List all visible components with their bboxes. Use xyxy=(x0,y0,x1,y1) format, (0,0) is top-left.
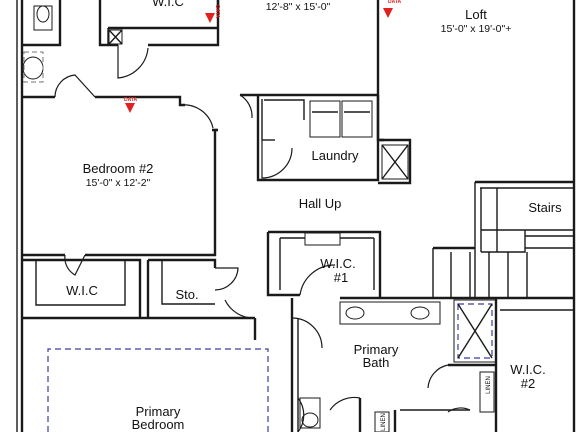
data-marker-3: DATA xyxy=(124,97,138,113)
loft-dims: 15'-0" x 19'-0"+ xyxy=(441,23,512,35)
wic-top-label: W.I.C xyxy=(152,0,184,9)
wic2-label-line2: #2 xyxy=(521,376,535,391)
laundry-label: Laundry xyxy=(312,148,359,163)
wic-left-label: W.I.C xyxy=(66,283,98,298)
walls xyxy=(16,0,576,432)
svg-text:DATA: DATA xyxy=(214,5,220,19)
linen-label-2: LINEN xyxy=(381,413,387,431)
bedroom2-dims: 15'-0" x 12'-2" xyxy=(86,177,151,189)
svg-text:DATA: DATA xyxy=(388,0,402,5)
hall-up-label: Hall Up xyxy=(299,196,342,211)
primary-bath-label-line2: Bath xyxy=(363,355,390,370)
wic1-label-line2: #1 xyxy=(334,270,348,285)
primary-bedroom-label-line1: Primary xyxy=(136,404,181,419)
doors xyxy=(54,45,471,432)
bedroom2-label: Bedroom #2 xyxy=(83,161,154,176)
top-room-dims: 12'-8" x 15'-0" xyxy=(266,1,331,13)
data-marker-2: DATA xyxy=(383,0,402,18)
wic1-label-line1: W.I.C. xyxy=(320,256,355,271)
stairs-label: Stairs xyxy=(528,200,562,215)
primary-bath-label-line1: Primary xyxy=(354,342,399,357)
loft-label: Loft xyxy=(465,7,487,22)
wic2-label-line1: W.I.C. xyxy=(510,362,545,377)
storage-label: Sto. xyxy=(175,287,198,302)
svg-text:DATA: DATA xyxy=(124,97,138,103)
data-marker-1: DATA xyxy=(205,5,220,23)
primary-bedroom-label-line2: Bedroom xyxy=(132,417,185,432)
linen-label-1: LINEN xyxy=(486,376,492,394)
